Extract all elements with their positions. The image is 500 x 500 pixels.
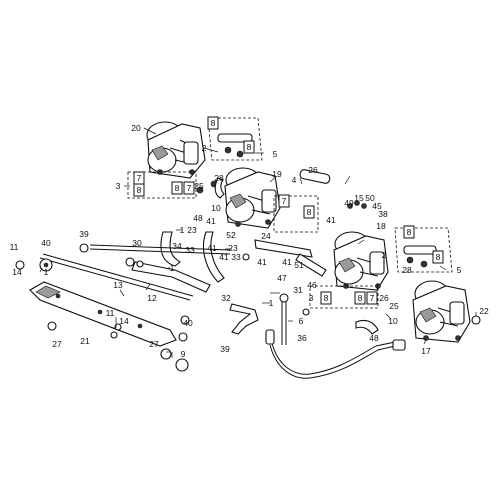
callout-15: 15 xyxy=(354,193,364,203)
callout-18: 18 xyxy=(376,221,386,231)
callout-8: 8 xyxy=(436,252,441,262)
callout-30: 30 xyxy=(132,238,142,248)
callout-41: 41 xyxy=(219,252,229,262)
callout-25: 25 xyxy=(194,181,204,191)
callout-23: 23 xyxy=(228,243,238,253)
callout-11: 11 xyxy=(10,242,19,252)
callout-3: 3 xyxy=(309,293,314,303)
callout-31: 31 xyxy=(293,285,303,295)
callout-9: 9 xyxy=(181,349,186,359)
callout-10: 10 xyxy=(388,316,398,326)
carburetor-1-drawing xyxy=(146,121,206,179)
callout-26: 26 xyxy=(379,293,389,303)
callout-3: 3 xyxy=(116,181,121,191)
callout-6: 6 xyxy=(299,316,304,326)
carburetor-2-drawing xyxy=(224,167,281,229)
callout-8: 8 xyxy=(247,142,252,152)
callout-41: 41 xyxy=(207,243,217,253)
callout-12: 12 xyxy=(147,293,157,303)
callout-2: 2 xyxy=(202,143,207,153)
callout-7: 7 xyxy=(137,173,142,183)
jet-fittings xyxy=(196,133,437,268)
callout-28: 28 xyxy=(402,265,412,275)
choke-cable xyxy=(265,329,406,379)
callout-2: 2 xyxy=(382,250,387,260)
callout-19: 19 xyxy=(272,169,282,179)
callout-41: 41 xyxy=(257,257,267,267)
callout-5: 5 xyxy=(273,149,278,159)
callout-40: 40 xyxy=(183,318,193,328)
callout-1: 1 xyxy=(44,267,49,277)
carburetor-4-drawing xyxy=(412,280,471,343)
linkage-rods xyxy=(39,244,231,301)
fuel-hoses xyxy=(131,177,379,335)
callout-1: 1 xyxy=(269,298,274,308)
callout-14: 14 xyxy=(12,267,22,277)
callout-8: 8 xyxy=(137,185,142,195)
callout-11: 11 xyxy=(106,308,115,318)
callout-20: 20 xyxy=(131,123,141,133)
callout-36: 36 xyxy=(297,333,307,343)
callout-7: 7 xyxy=(370,293,375,303)
callout-32: 32 xyxy=(221,293,231,303)
callout-41: 41 xyxy=(326,215,336,225)
callout-7: 7 xyxy=(282,196,287,206)
callout-25: 25 xyxy=(389,301,399,311)
callout-51: 51 xyxy=(294,260,304,270)
callout-24: 24 xyxy=(261,231,271,241)
callout-14: 14 xyxy=(119,316,129,326)
callouts: 20 8 8 2 5 7 3 8 8 7 25 28 19 10 48 41 4… xyxy=(10,116,489,359)
callout-45: 45 xyxy=(372,201,382,211)
callout-8: 8 xyxy=(324,293,329,303)
mounting-bracket xyxy=(29,281,177,347)
callout-27: 27 xyxy=(149,339,159,349)
callout-8: 8 xyxy=(358,293,363,303)
callout-1: 1 xyxy=(170,263,175,273)
callout-8: 8 xyxy=(211,118,216,128)
callout-49: 49 xyxy=(344,198,354,208)
callout-48: 48 xyxy=(193,213,203,223)
callout-8: 8 xyxy=(407,227,412,237)
callout-46: 46 xyxy=(307,280,317,290)
callout-34: 34 xyxy=(172,241,182,251)
callout-41: 41 xyxy=(206,216,216,226)
callout-41: 41 xyxy=(282,257,292,267)
callout-1: 1 xyxy=(180,225,185,235)
callout-39: 39 xyxy=(79,229,89,239)
callout-28: 28 xyxy=(214,173,224,183)
callout-48: 48 xyxy=(369,333,379,343)
callout-40: 40 xyxy=(41,238,51,248)
callout-52: 52 xyxy=(226,230,236,240)
callout-10: 10 xyxy=(211,203,221,213)
callout-4: 4 xyxy=(292,175,297,185)
callout-5: 5 xyxy=(457,265,462,275)
callout-8: 8 xyxy=(307,207,312,217)
callout-33: 33 xyxy=(185,245,195,255)
callout-38: 38 xyxy=(378,209,388,219)
carburetor-3-drawing xyxy=(333,231,389,291)
kit-boxes xyxy=(127,117,453,309)
callout-50: 50 xyxy=(365,193,375,203)
callout-27: 27 xyxy=(52,339,62,349)
callout-8: 8 xyxy=(175,183,180,193)
callout-17: 17 xyxy=(421,346,431,356)
loose-hardware xyxy=(15,243,481,372)
leader-lines xyxy=(39,127,477,358)
callout-47: 47 xyxy=(277,273,287,283)
callout-7: 7 xyxy=(187,183,192,193)
callout-26: 26 xyxy=(308,165,318,175)
cable-stay xyxy=(279,293,289,345)
callout-23: 23 xyxy=(187,225,197,235)
callout-21: 21 xyxy=(80,336,90,346)
callout-13: 13 xyxy=(113,280,123,290)
callout-39: 39 xyxy=(220,344,230,354)
callout-33: 33 xyxy=(231,252,241,262)
callout-22: 22 xyxy=(479,306,489,316)
